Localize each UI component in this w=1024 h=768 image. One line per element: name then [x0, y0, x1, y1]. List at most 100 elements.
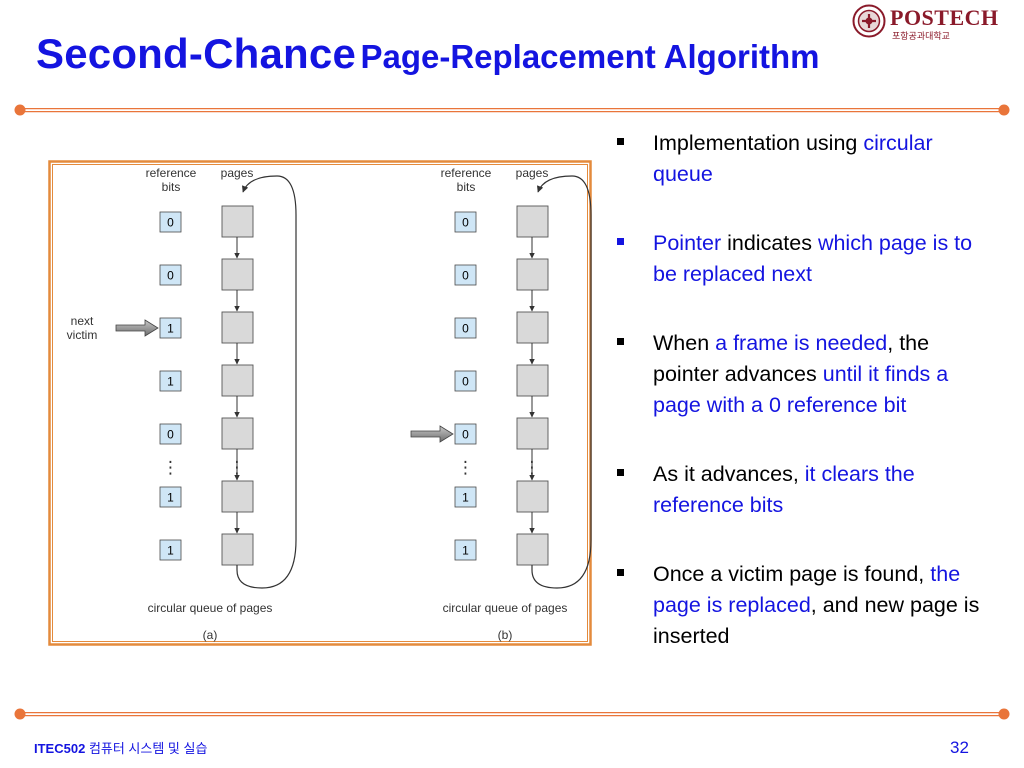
bullet-text: , and new page is inserted	[653, 593, 980, 648]
bullet-marker-icon	[617, 469, 624, 476]
bullet-marker-icon	[617, 138, 624, 145]
reference-bit-value: 0	[167, 269, 174, 283]
bullet-text: Pointer	[653, 231, 722, 255]
postech-logo: POSTECH 포항공과대학교	[852, 4, 998, 41]
page-box	[221, 205, 254, 238]
reference-bits-header: reference	[441, 166, 492, 180]
reference-bit-value: 1	[167, 491, 174, 505]
bullet-text: As it advances,	[653, 462, 805, 486]
page-box	[516, 417, 549, 450]
next-victim-label: victim	[67, 328, 98, 342]
top-divider	[14, 104, 1010, 116]
reference-bit-value: 1	[167, 544, 174, 558]
page-box	[221, 480, 254, 513]
reference-bit-value: 1	[462, 544, 469, 558]
bottom-divider	[14, 708, 1010, 720]
reference-bit-box	[159, 539, 182, 561]
ellipsis: ⋮	[162, 458, 179, 478]
reference-bit-value: 0	[462, 269, 469, 283]
reference-bit-value: 0	[462, 216, 469, 230]
reference-bit-box	[454, 264, 477, 286]
bullet-item: Once a victim page is found, the page is…	[614, 559, 994, 652]
reference-bit-value: 0	[462, 322, 469, 336]
footer-course: ITEC502 컴퓨터 시스템 및 실습	[34, 738, 207, 757]
ellipsis: ⋮	[229, 458, 246, 478]
reference-bit-box	[454, 211, 477, 233]
page-box	[221, 417, 254, 450]
page-box	[516, 364, 549, 397]
panel-caption: (b)	[498, 628, 513, 642]
page-box	[221, 533, 254, 566]
reference-bit-value: 0	[167, 216, 174, 230]
pages-header: pages	[221, 166, 254, 180]
reference-bits-header: reference	[146, 166, 197, 180]
course-name: 컴퓨터 시스템 및 실습	[88, 741, 208, 756]
bullet-text: until it finds a page with a 0 reference…	[653, 362, 949, 417]
page-box	[516, 533, 549, 566]
ellipsis: ⋮	[524, 458, 541, 478]
bullet-item: As it advances, it clears the reference …	[614, 459, 994, 521]
title-part-1: Second-Chance	[36, 30, 356, 77]
bullet-text: the page is replaced	[653, 562, 961, 617]
bullet-marker-icon	[617, 338, 624, 345]
title-part-2: Page-Replacement Algorithm	[360, 38, 820, 75]
circular-queue-label: circular queue of pages	[148, 601, 273, 615]
reference-bit-value: 1	[167, 375, 174, 389]
reference-bit-box	[454, 370, 477, 392]
bullet-text: Once a victim page is found,	[653, 562, 931, 586]
page-box	[516, 311, 549, 344]
page-box	[516, 258, 549, 291]
page-box	[221, 258, 254, 291]
page-number: 32	[950, 738, 969, 757]
page-box	[221, 364, 254, 397]
bullet-text: it clears the reference bits	[653, 462, 915, 517]
course-code: ITEC502	[34, 741, 86, 756]
reference-bit-box	[159, 264, 182, 286]
bullet-item: Pointer indicates which page is to be re…	[614, 228, 994, 290]
bullet-text: circular queue	[653, 131, 933, 186]
circular-return-arrow-icon	[531, 175, 592, 589]
ellipsis: ⋮	[457, 458, 474, 478]
reference-bit-box	[159, 317, 182, 339]
panel-caption: (a)	[203, 628, 218, 642]
pointer-arrow-icon	[410, 425, 454, 443]
bullet-text: indicates	[721, 231, 818, 255]
reference-bit-box	[159, 370, 182, 392]
bullet-text: , the pointer advances	[653, 331, 930, 386]
reference-bit-value: 1	[462, 491, 469, 505]
reference-bits-header: bits	[162, 180, 181, 194]
bullet-text: When	[653, 331, 716, 355]
bullet-marker-icon	[617, 238, 624, 245]
page-box	[516, 205, 549, 238]
circular-return-arrow-icon	[236, 175, 297, 589]
next-victim-label: next	[71, 314, 94, 328]
logo-subtext: 포항공과대학교	[892, 31, 950, 41]
postech-emblem-icon	[852, 4, 886, 38]
page-box	[221, 311, 254, 344]
circular-queue-label: circular queue of pages	[443, 601, 568, 615]
reference-bit-box	[159, 211, 182, 233]
logo-text: POSTECH	[890, 5, 999, 30]
bullet-marker-icon	[617, 569, 624, 576]
slide-title: Second-Chance Page-Replacement Algorithm	[36, 30, 820, 78]
reference-bits-header: bits	[457, 180, 476, 194]
reference-bit-box	[159, 486, 182, 508]
bullet-item: When a frame is needed, the pointer adva…	[614, 328, 994, 421]
reference-bit-box	[454, 423, 477, 445]
pointer-arrow-icon	[115, 319, 159, 337]
bullet-text: a frame is needed	[715, 331, 888, 355]
reference-bit-value: 0	[167, 428, 174, 442]
reference-bit-box	[454, 539, 477, 561]
reference-bit-value: 0	[462, 428, 469, 442]
reference-bit-box	[454, 486, 477, 508]
page-box	[516, 480, 549, 513]
bullet-text: Implementation using	[653, 131, 864, 155]
reference-bit-box	[454, 317, 477, 339]
reference-bit-box	[159, 423, 182, 445]
reference-bit-value: 1	[167, 322, 174, 336]
bullet-item: Implementation using circular queue	[614, 128, 994, 190]
reference-bit-value: 0	[462, 375, 469, 389]
